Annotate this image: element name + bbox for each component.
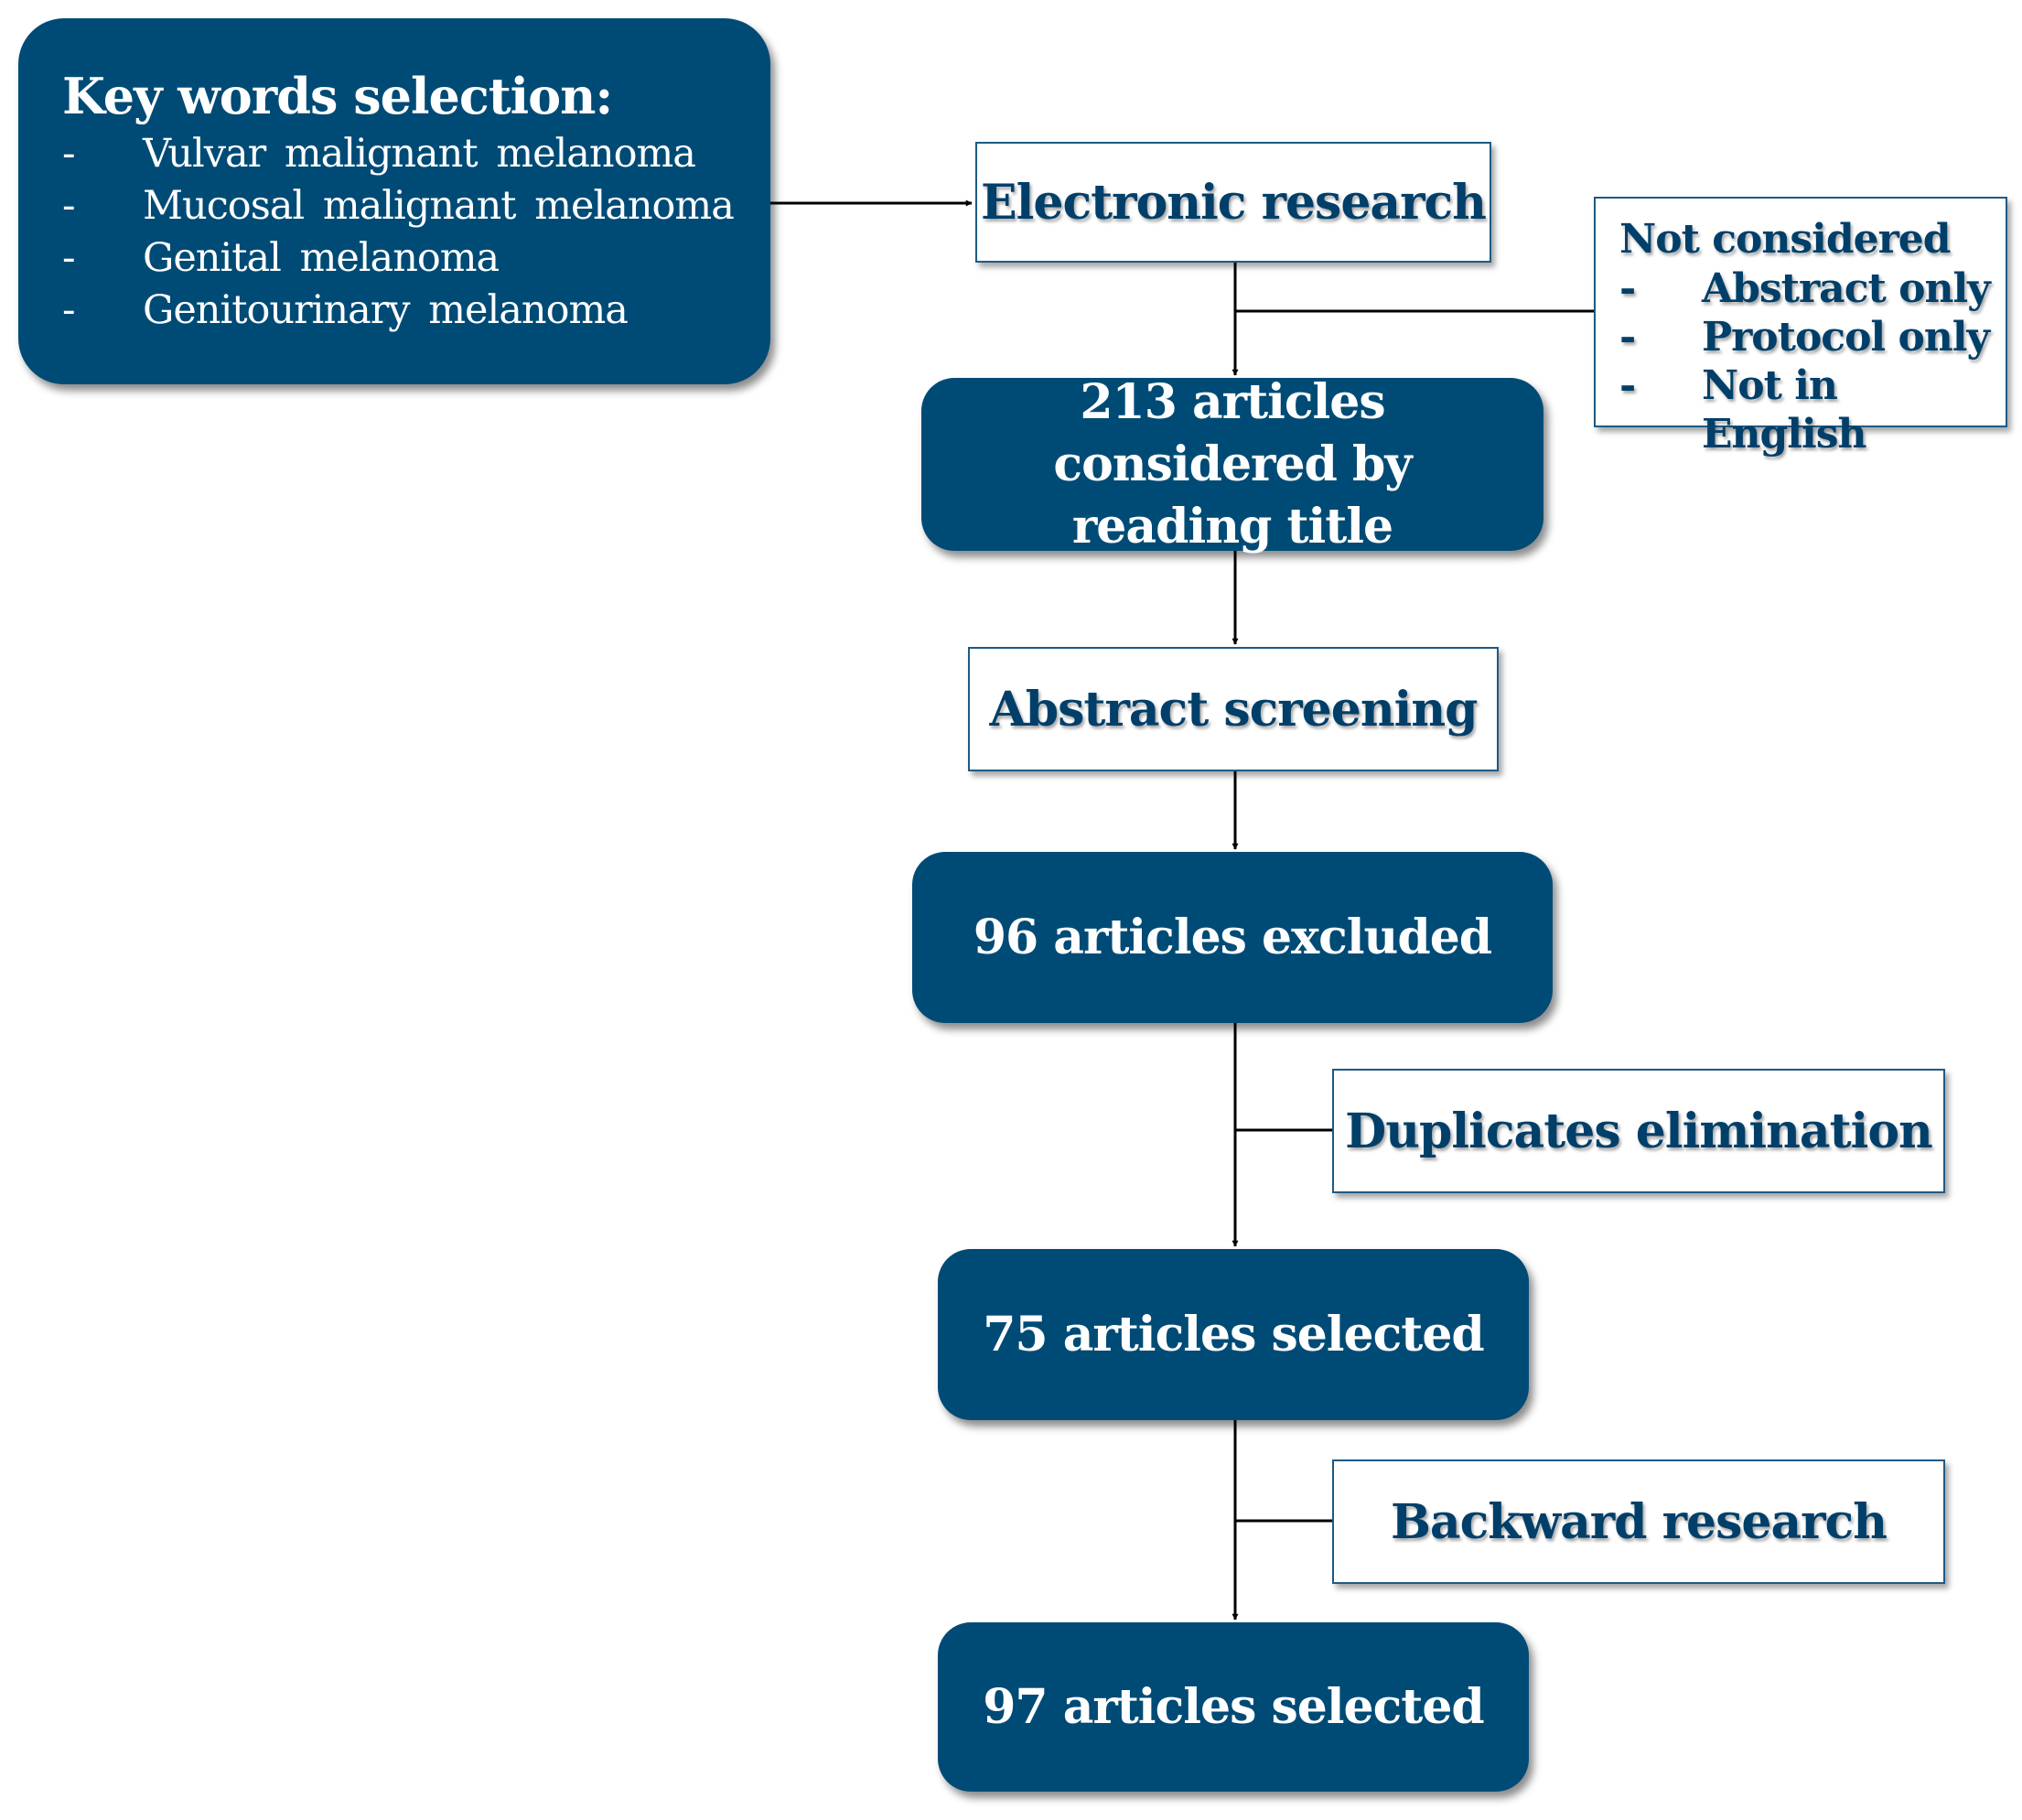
not-considered-bullet: - [1619,265,1636,312]
keyword-item: - Vulvar malignant melanoma [62,128,734,180]
keywords-title: Key words selection: [62,67,613,125]
keyword-bullet: - [62,131,76,177]
backward-research-label: Backward research [1390,1493,1888,1550]
not-considered-bullet: - [1619,314,1636,361]
not-considered-list: - Abstract only - Protocol only - Not in En… [1619,264,2006,458]
abstract-screening-box: Abstract screening [968,647,1499,771]
not-considered-item: - Abstract only [1619,264,2006,313]
keyword-bullet: - [62,183,76,229]
not-considered-item: - Protocol only [1619,313,2006,361]
not-considered-title: Not considered [1619,216,1952,263]
selected-97-box: 97 articles selected [938,1622,1529,1792]
keyword-text: Genitourinary melanoma [143,287,629,333]
selected-97-label: 97 articles selected [983,1678,1485,1735]
selected-75-label: 75 articles selected [983,1306,1485,1362]
excluded-box: 96 articles excluded [912,852,1553,1023]
not-considered-text: Not in English [1702,362,1866,458]
not-considered-bullet: - [1619,362,1636,409]
keyword-bullet: - [62,287,76,333]
keyword-item: - Genitourinary melanoma [62,285,734,337]
not-considered-item: - Not in English [1619,361,2006,458]
keyword-text: Genital melanoma [143,235,500,281]
electronic-research-label: Electronic research [981,174,1487,231]
keyword-item: - Genital melanoma [62,232,734,285]
considered-label: 213 articles considered by reading title [1053,373,1412,555]
not-considered-text: Protocol only [1702,314,1990,361]
keyword-item: - Mucosal malignant melanoma [62,180,735,232]
selected-75-box: 75 articles selected [938,1249,1529,1420]
keywords-box: Key words selection: - Vulvar malignant m… [18,18,770,384]
considered-box: 213 articles considered by reading title [921,374,1543,555]
duplicates-elimination-label: Duplicates elimination [1345,1103,1933,1159]
excluded-label: 96 articles excluded [973,909,1492,965]
keyword-text: Vulvar malignant melanoma [143,131,696,177]
not-considered-box: Not considered - Abstract only - Protocol … [1594,197,2007,458]
backward-research-box: Backward research [1332,1459,1945,1584]
keyword-text: Mucosal malignant melanoma [143,183,735,229]
duplicates-elimination-box: Duplicates elimination [1332,1069,1945,1193]
electronic-research-box: Electronic research [975,142,1491,263]
not-considered-text: Abstract only [1702,265,1991,312]
keywords-list: - Vulvar malignant melanoma - Mucosal mali… [62,128,735,337]
keyword-bullet: - [62,235,76,281]
abstract-screening-label: Abstract screening [989,681,1478,738]
